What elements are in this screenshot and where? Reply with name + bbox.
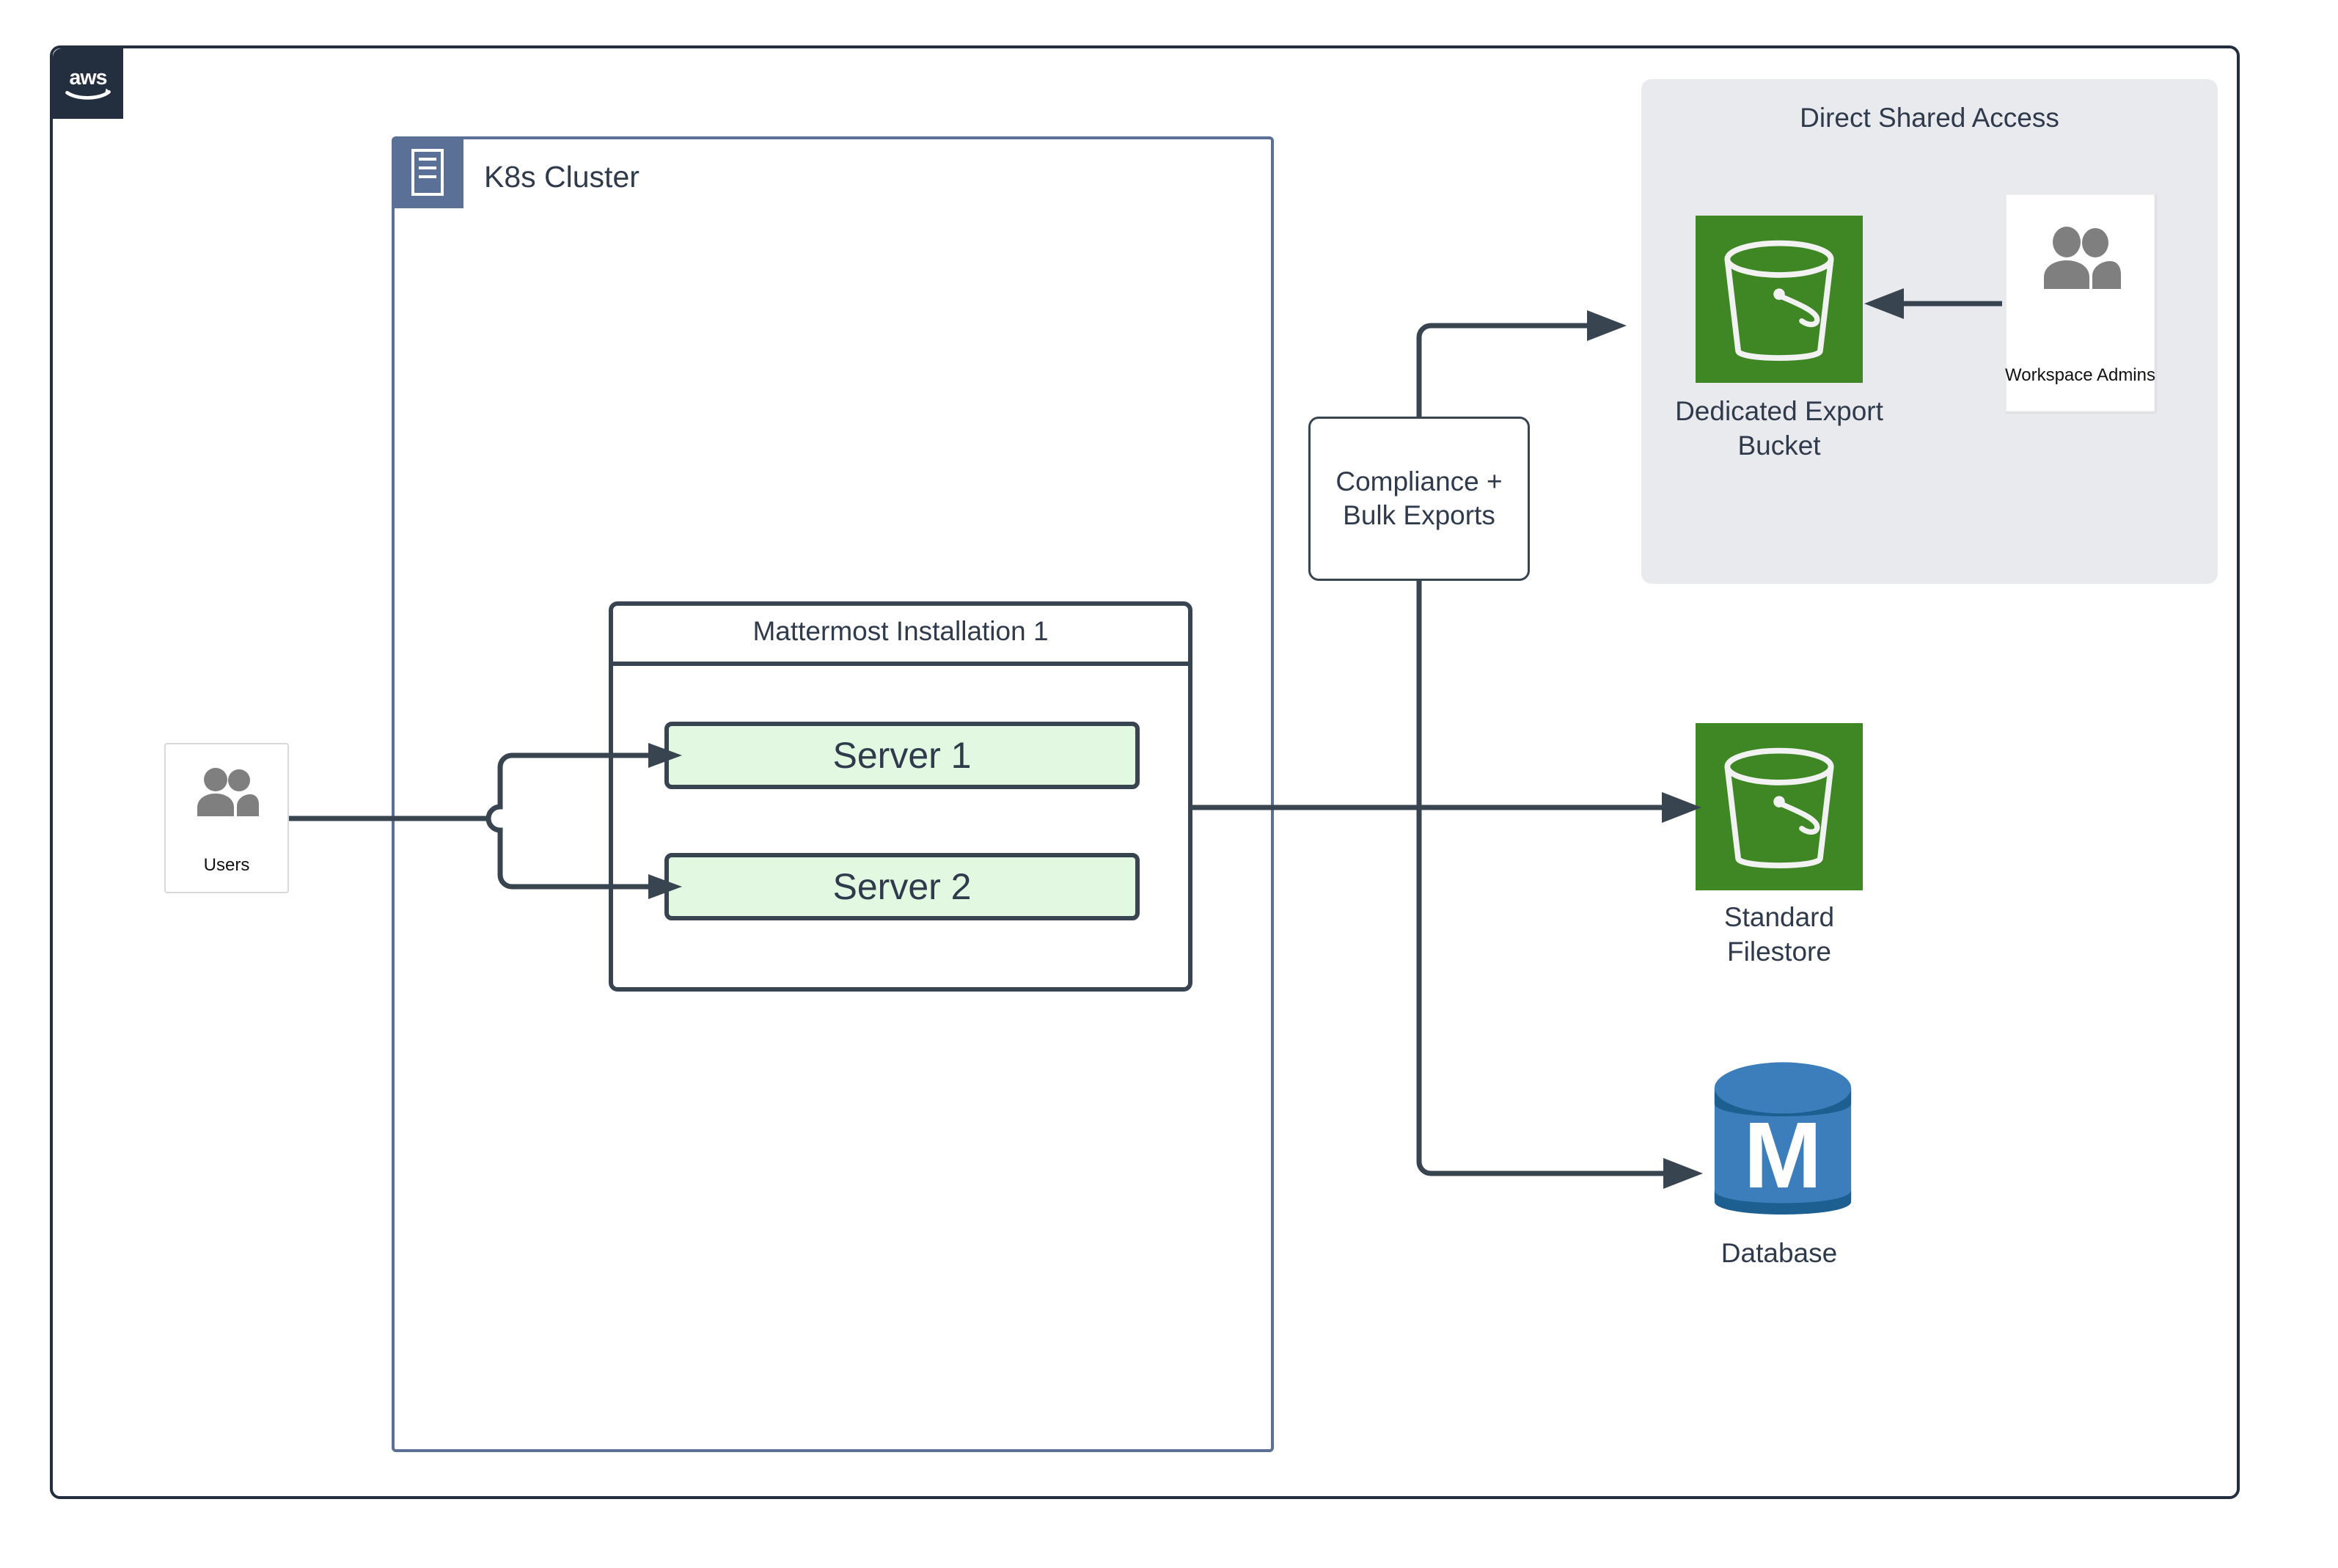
standard-filestore-label-line2: Filestore: [1727, 936, 1831, 967]
svg-text:aws: aws: [69, 66, 106, 89]
standard-filestore-label-line1: Standard: [1723, 902, 1835, 932]
workspace-admins-label: Workspace Admins: [2005, 365, 2155, 385]
aws-logo-icon: aws: [53, 48, 123, 119]
people-icon: [2037, 226, 2125, 294]
svg-text:M: M: [1744, 1103, 1822, 1208]
users-node[interactable]: Users: [164, 743, 289, 893]
users-label: Users: [203, 855, 250, 875]
database-cylinder-icon[interactable]: M: [1712, 1059, 1854, 1228]
dedicated-export-bucket-label-line1: Dedicated Export: [1675, 396, 1883, 426]
k8s-cluster-title: K8s Cluster: [484, 160, 640, 194]
workspace-admins-node[interactable]: Workspace Admins: [2005, 194, 2155, 412]
k8s-cluster-boundary: [392, 136, 1274, 1452]
compliance-line1: Compliance +: [1335, 466, 1503, 497]
server-2-node[interactable]: Server 2: [664, 853, 1140, 920]
people-icon: [191, 766, 262, 821]
server-rack-icon: [392, 136, 463, 208]
server-1-node[interactable]: Server 1: [664, 722, 1140, 789]
standard-filestore-label: Standard Filestore: [1549, 901, 2009, 969]
mattermost-installation-box: [609, 601, 1192, 992]
dedicated-export-bucket-label: Dedicated Export Bucket: [1549, 395, 2009, 463]
dedicated-export-bucket-label-line2: Bucket: [1737, 430, 1821, 461]
mattermost-installation-title: Mattermost Installation 1: [609, 601, 1192, 666]
s3-bucket-icon[interactable]: [1696, 216, 1863, 383]
compliance-bulk-exports-node[interactable]: Compliance + Bulk Exports: [1308, 417, 1530, 581]
direct-shared-access-title: Direct Shared Access: [1800, 103, 2059, 133]
database-label: Database: [1720, 1238, 1838, 1268]
compliance-line2: Bulk Exports: [1343, 500, 1495, 530]
s3-bucket-icon[interactable]: [1696, 723, 1863, 890]
